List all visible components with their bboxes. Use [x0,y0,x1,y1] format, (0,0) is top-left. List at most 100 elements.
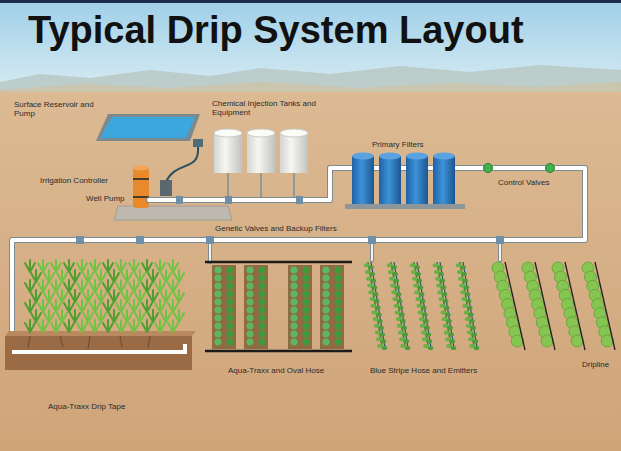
corn-plant [57,270,67,282]
reservoir-water [100,117,195,138]
zone-valve [496,236,504,244]
lettuce-plant [322,282,329,289]
corn-plant [174,270,184,282]
vine-leaf [397,299,403,303]
vine-leaf [400,319,406,323]
top-band [0,0,621,3]
vine-leaf [396,292,402,296]
reservoir-pump [193,139,203,147]
part-label: Well Pump [86,194,125,203]
vine-leaf [419,292,425,296]
lettuce-plant [322,314,329,321]
vine-trunk [414,262,428,346]
corn-plant [129,320,139,332]
corn-plant [70,290,80,302]
lettuce-plant [258,338,265,345]
lettuce-plant [290,266,297,273]
vine-leaf [451,346,457,350]
corn-plant [51,260,61,272]
lettuce-plant [226,274,233,281]
corn-plant [44,310,54,322]
bed [288,265,312,349]
oval-hose-header [205,262,352,351]
lettuce-plant [290,274,297,281]
lettuce-plant [226,330,233,337]
corn-plant [103,260,113,272]
vine-leaf [461,272,467,276]
roots [28,336,150,349]
lettuce-plant [246,274,253,281]
crop-plants [25,260,615,350]
tank [214,133,242,173]
lettuce-plant [258,298,265,305]
lettuce-plant [290,282,297,289]
corn-plant [57,290,67,302]
vine-leaf [368,265,374,269]
part-label: Primary Filters [372,140,424,149]
lettuce-plant [322,330,329,337]
lettuce-plant [246,322,253,329]
corn-plant [116,300,126,312]
lettuce-plant [302,266,309,273]
corn-plant [77,300,87,312]
controller-box [160,180,172,196]
lettuce-plant [302,298,309,305]
lettuce-plant [226,298,233,305]
corn-plant [77,280,87,292]
part-label: Dripline [582,360,609,369]
lettuce-plant [290,298,297,305]
lettuce-plant [226,338,233,345]
vine-leaf [378,326,384,330]
title: Typical Drip System Layout [28,10,524,52]
vine-leaf [446,319,452,323]
vine-leaf [421,306,427,310]
filter [433,156,455,204]
lettuce-plant [214,314,221,321]
lettuce-plant [246,282,253,289]
vine-trunk [460,262,474,346]
lettuce-plant [258,322,265,329]
lettuce-plant [322,274,329,281]
vine-leaf [473,339,479,343]
suction-hose [166,147,198,182]
lettuce-plant [322,298,329,305]
part-label: Control Valves [498,178,549,187]
corn-plant [135,310,145,322]
corn-plant [38,260,48,272]
vine-leaf [398,306,404,310]
lettuce-plant [322,338,329,345]
corn-plant [142,260,152,272]
corn-plant [25,320,35,332]
corn-plant [77,320,87,332]
vine-leaf [375,306,381,310]
bed [320,265,344,349]
vine-leaf [414,265,420,269]
corn-plant [109,310,119,322]
lettuce-plant [226,290,233,297]
corn-plant [116,320,126,332]
filter-top [379,153,401,160]
vine-leaf [467,306,473,310]
bed [244,265,268,349]
vine-leaf [369,272,375,276]
corn-plant [148,290,158,302]
lettuce-plant [334,298,341,305]
corn-plant [38,280,48,292]
corn-plant [90,260,100,272]
part-label: Aqua-Traxx and Oval Hose [228,366,324,375]
vine-leaf [399,312,405,316]
zone-valve [206,236,214,244]
lettuce-plant [334,322,341,329]
corn-plant [25,280,35,292]
lettuce-plant [258,314,265,321]
corn-plant [70,310,80,322]
corn-plant [103,300,113,312]
vine-leaf [471,333,477,337]
corn-plant [64,320,74,332]
oval-hose-field [205,262,352,351]
lettuce-plant [302,338,309,345]
corn-plant [103,320,113,332]
vine-leaf [444,306,450,310]
dripline-tube [565,262,585,350]
